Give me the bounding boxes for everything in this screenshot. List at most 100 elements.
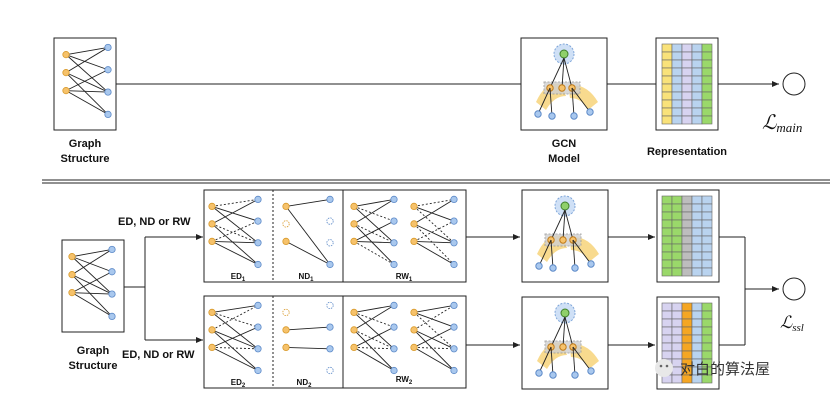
gcn-leaf-node (571, 371, 579, 379)
item-node (390, 366, 398, 375)
representation-cell (681, 318, 693, 328)
graph-edge (353, 346, 395, 350)
representation-cell (701, 374, 713, 384)
ssl-loss-label: ℒssl (780, 313, 804, 334)
user-node (410, 202, 418, 210)
graph-edge (71, 249, 113, 276)
bottom-pipeline: Graph Structure ED, ND or RW ED, ND or R… (61, 189, 806, 390)
representation-cell (701, 227, 713, 237)
graph-edge (413, 329, 455, 350)
gcn-leaf-node (586, 108, 594, 116)
item-node (390, 345, 398, 353)
view1-ed-label: ED1 (231, 272, 246, 283)
representation-cell (681, 326, 693, 336)
graph-edge (413, 240, 455, 244)
item-node (254, 195, 262, 203)
top-graph-label-2: Structure (61, 153, 110, 165)
gcn-edge (564, 209, 574, 241)
user-node (282, 308, 290, 316)
user-node (68, 289, 76, 297)
representation-cell (691, 227, 703, 237)
item-node (326, 239, 334, 247)
item-node (254, 366, 262, 375)
representation-cell (671, 310, 683, 320)
top-graph-label-1: Graph (69, 138, 102, 150)
item-node (326, 195, 334, 203)
bottom-bipartite-graph (68, 245, 116, 320)
graph-edge (211, 311, 259, 328)
gcn-edge (561, 57, 565, 89)
graph-edge (71, 256, 113, 273)
graph-edge (413, 205, 455, 222)
item-node (326, 301, 334, 309)
gcn-edge (537, 87, 551, 115)
representation-cell (691, 203, 703, 213)
representation-cell (691, 251, 703, 261)
representation-cell (691, 195, 703, 205)
graph-edge (71, 256, 113, 295)
representation-cell (681, 195, 693, 205)
item-node (450, 195, 458, 203)
representation-cell (671, 115, 683, 125)
representation-cell (691, 334, 703, 344)
representation-cell (661, 115, 673, 125)
representation-cell (691, 219, 703, 229)
representation-cell (691, 115, 703, 125)
graph-edge (353, 223, 395, 265)
representation-cell (671, 219, 683, 229)
graph-edge (211, 305, 259, 331)
representation-cell (681, 334, 693, 344)
representation-cell (691, 99, 703, 109)
graph-edge (413, 206, 455, 244)
item-node (108, 290, 116, 298)
graph-edge (285, 241, 331, 265)
item-node (108, 312, 116, 320)
item-node (254, 260, 262, 269)
gcn-leaf-node (549, 264, 557, 272)
representation-cell (681, 107, 693, 117)
representation-cell (681, 267, 693, 277)
user-node (282, 326, 290, 334)
user-node (350, 343, 358, 351)
gcn-leaf-node (587, 367, 595, 375)
watermark-text: 对白的算法屋 (680, 360, 770, 378)
representation-cell (691, 302, 703, 312)
item-node (390, 217, 398, 225)
graph-edge (353, 205, 395, 222)
item-node (326, 217, 334, 225)
representation-cell (671, 51, 683, 61)
item-node (254, 301, 262, 309)
graph-edge (353, 347, 395, 371)
gcn-hidden-node (559, 236, 567, 244)
augmented-view2-graphs (208, 301, 458, 375)
representation-cell (691, 91, 703, 101)
representation-cell (661, 219, 673, 229)
representation-cell (681, 211, 693, 221)
representation-cell (701, 251, 713, 261)
representation-cell (701, 302, 713, 312)
top-bipartite-graph (62, 43, 112, 119)
item-node (108, 245, 116, 254)
top-loss-label: ℒmain (762, 112, 802, 135)
graph-edge (413, 312, 455, 350)
representation-cell (661, 107, 673, 117)
representation-cell (701, 43, 713, 53)
gcn-leaf-node (587, 260, 595, 268)
representation-cell (661, 302, 673, 312)
representation-cell (671, 203, 683, 213)
graph-edge (413, 347, 455, 371)
gcn-edge (549, 57, 565, 89)
representation-cell (701, 310, 713, 320)
representation-cell (661, 43, 673, 53)
graph-edge (65, 54, 109, 93)
item-node (450, 239, 458, 247)
gcn-edge (538, 239, 552, 267)
item-node (390, 260, 398, 269)
user-node (410, 308, 418, 316)
representation-cell (671, 235, 683, 245)
representation-cell (701, 342, 713, 352)
representation-cell (661, 67, 673, 77)
gcn-edge (563, 57, 573, 89)
graph-edge (211, 304, 259, 313)
representation-cell (701, 115, 713, 125)
